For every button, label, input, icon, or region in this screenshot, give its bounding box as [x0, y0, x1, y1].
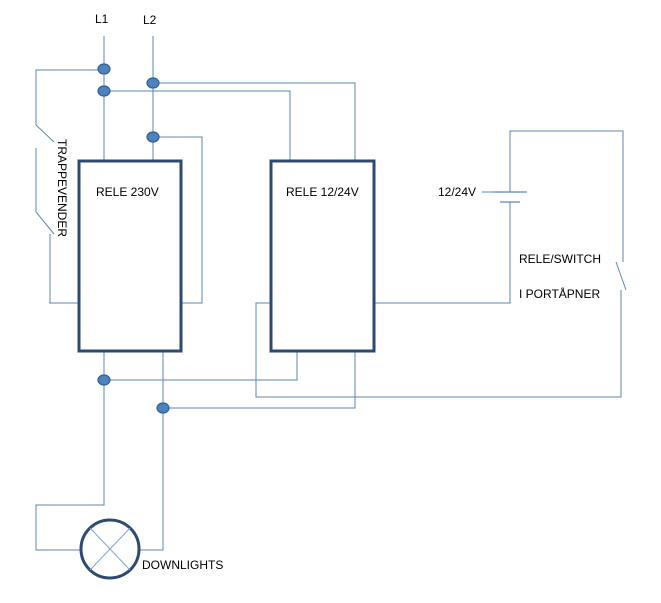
node-output-right [156, 402, 170, 414]
wire-l2-to-relay-1224 [153, 82, 356, 160]
relay-12-24v-box [269, 159, 376, 353]
label-relay-12-24v: RELE 12/24V [286, 185, 359, 199]
label-trappevender: TRAPPEVENDER [55, 139, 69, 237]
node-output-left [97, 374, 111, 386]
node-l1-top [97, 63, 111, 75]
nodes [97, 63, 170, 414]
relay-230v-box [77, 159, 183, 353]
label-switch-line2: I PORTÅPNER [519, 286, 600, 301]
wire-to-lamp-right [138, 408, 164, 551]
label-downlights: DOWNLIGHTS [142, 558, 223, 572]
label-l1: L1 [95, 12, 109, 26]
wire-trappevender-contact [35, 124, 55, 143]
wire-battery-top [509, 130, 624, 262]
node-l1-second [97, 85, 111, 97]
wire-battery-bottom [340, 202, 511, 304]
label-l2: L2 [143, 13, 157, 27]
wire-trappevender-contact-b [35, 148, 55, 235]
wire-relay230-out-left [103, 351, 298, 381]
node-l2-second [146, 131, 160, 143]
downlight-lamp [79, 518, 141, 580]
battery-symbol [493, 191, 527, 203]
label-relay-230v: RELE 230V [96, 185, 159, 199]
lamp-cross-b [89, 527, 131, 571]
node-l2-top [146, 77, 160, 89]
wire-to-lamp-left [35, 380, 105, 551]
label-switch-line1: RELE/SWITCH [519, 252, 601, 266]
wire-trappevender-top [35, 69, 104, 125]
wire-switch-contact [615, 261, 627, 291]
wire-l1-to-relay-1224 [104, 90, 291, 160]
label-battery: 12/24V [438, 185, 476, 199]
wire-relay230-out-right [162, 351, 356, 409]
